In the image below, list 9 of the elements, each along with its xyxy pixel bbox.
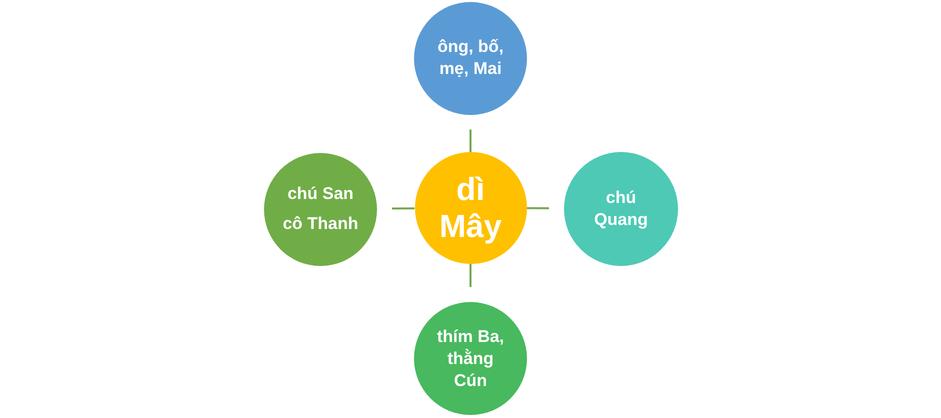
connector-line xyxy=(526,207,549,210)
connector-line xyxy=(392,207,414,210)
node-text: ông, bố, mẹ, Mai xyxy=(436,36,505,80)
node-text: chú San cô Thanh xyxy=(282,183,360,235)
connector-line xyxy=(470,130,472,152)
node-text: thím Ba, thằng Cún xyxy=(436,326,506,392)
node-text: dì Mây xyxy=(438,171,503,245)
node-text: chú Quang xyxy=(593,186,649,230)
connector-line xyxy=(470,264,472,287)
